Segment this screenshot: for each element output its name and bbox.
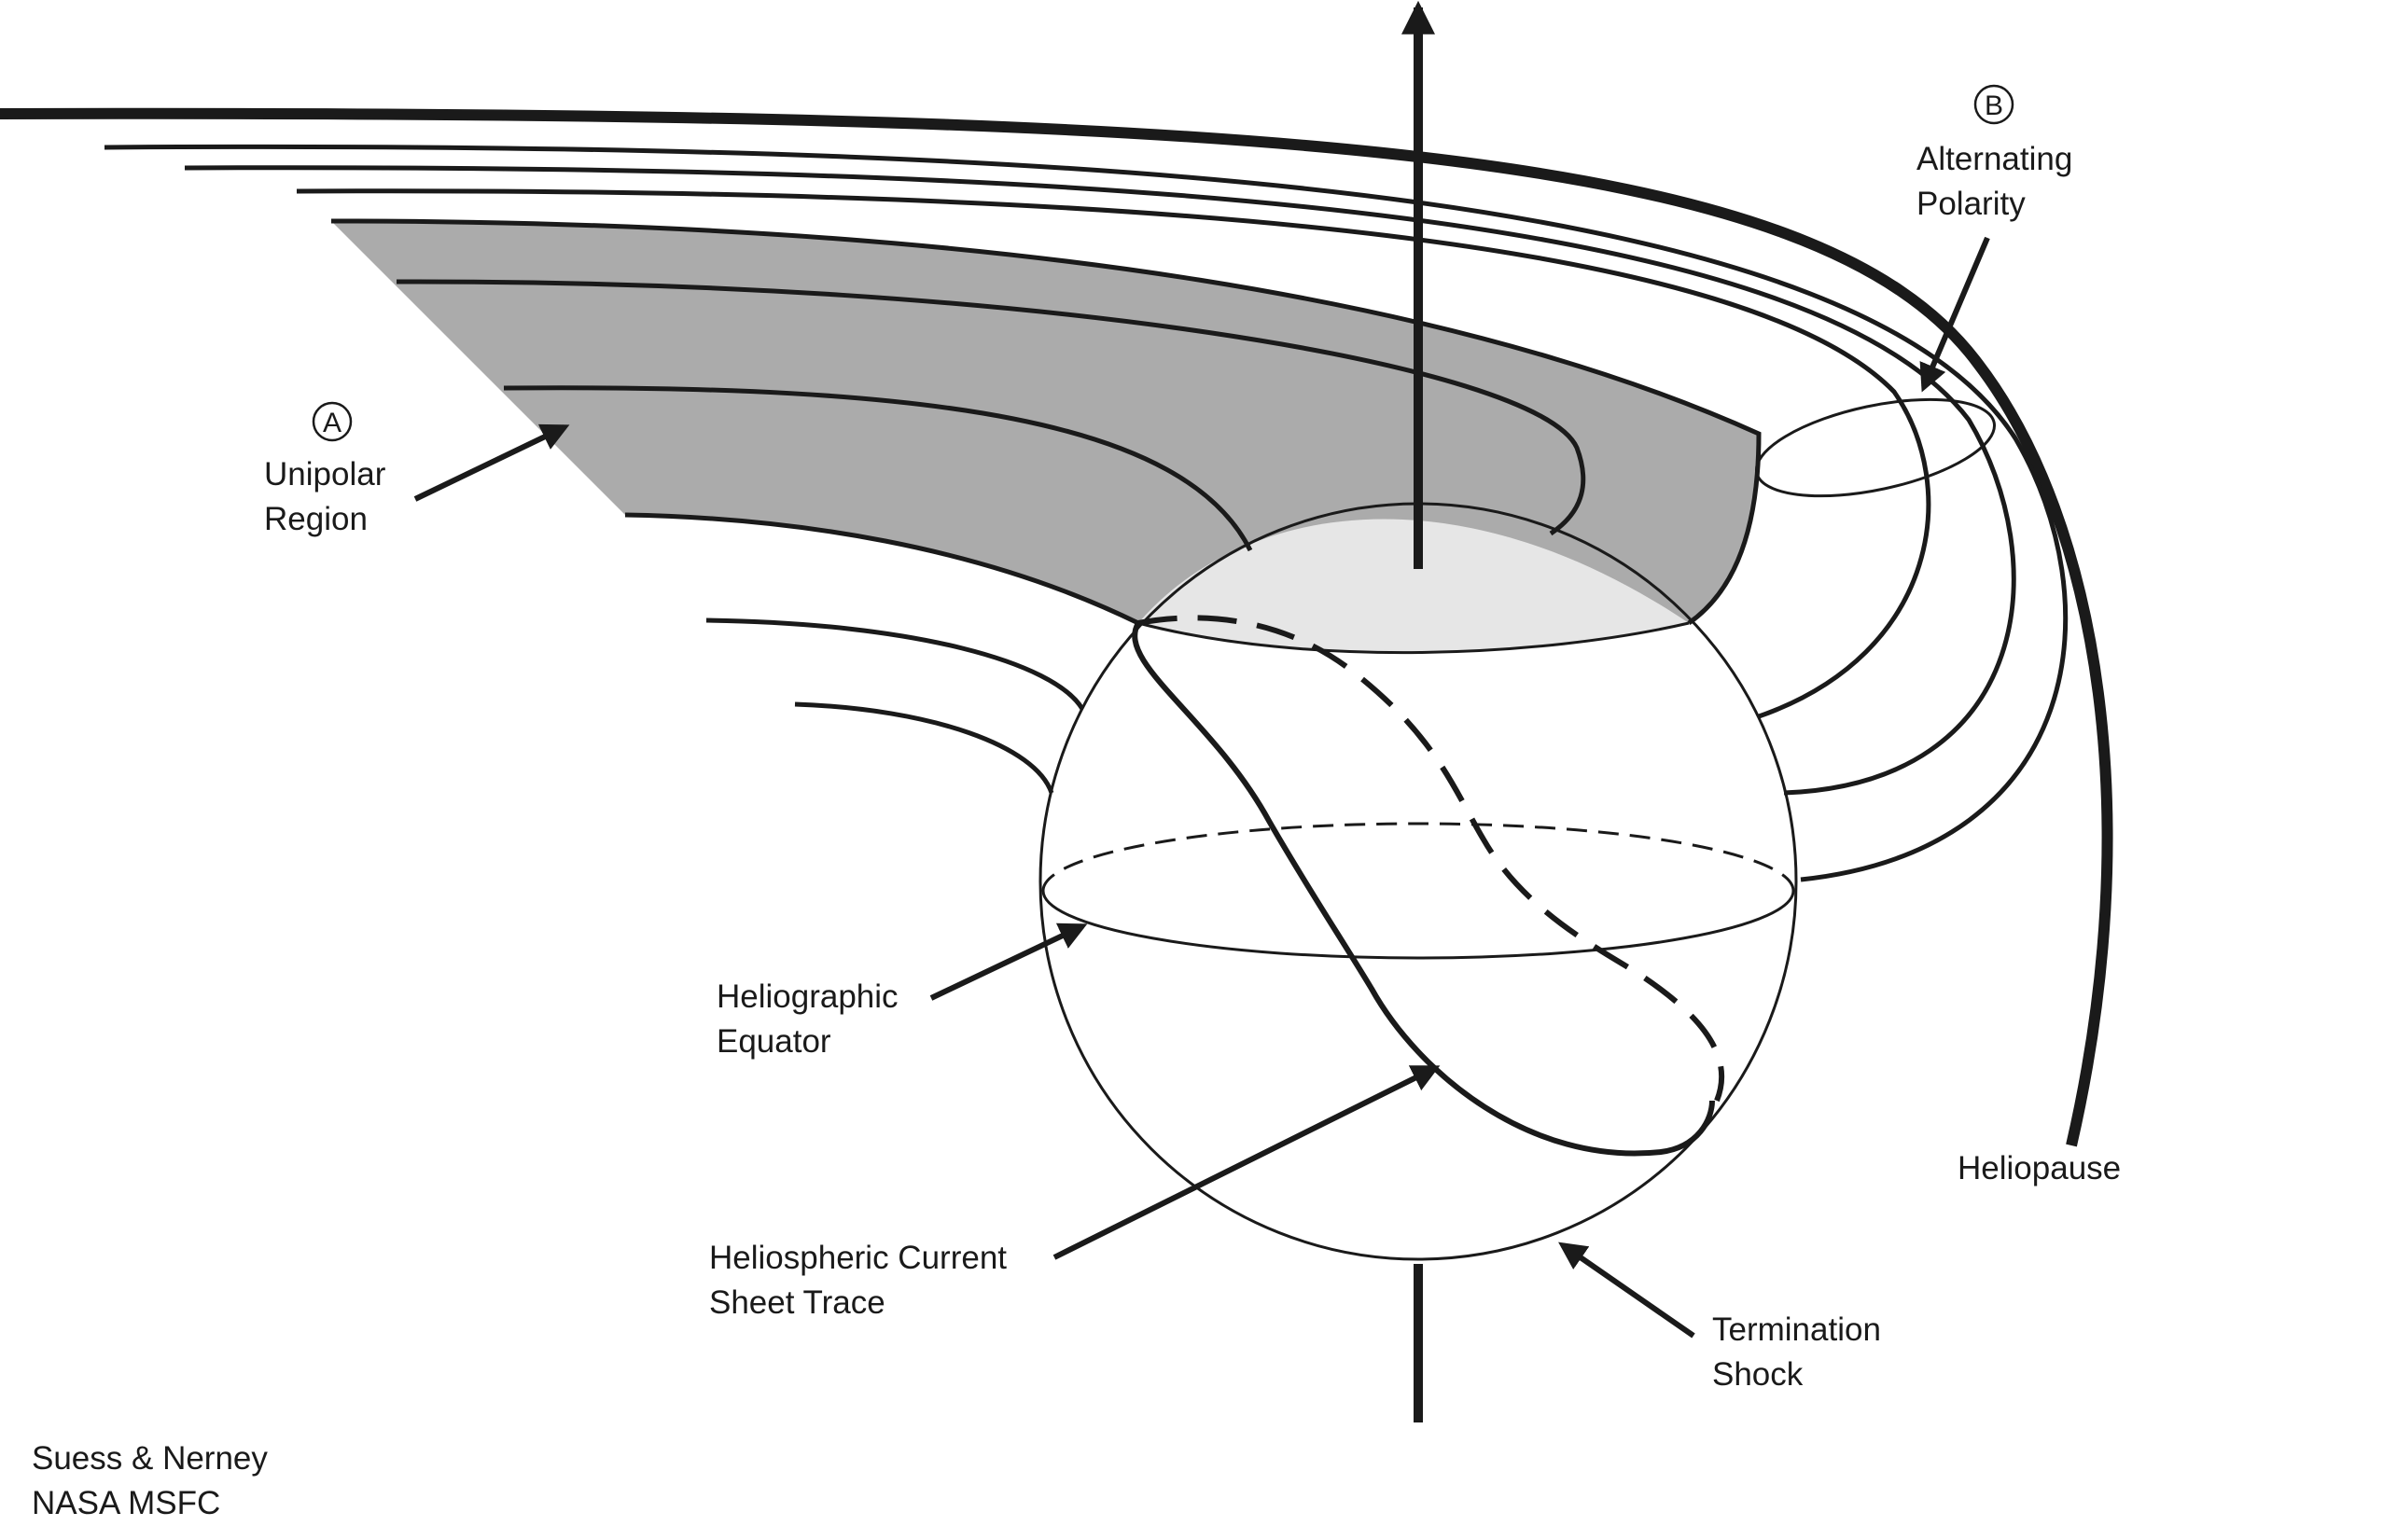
- current-sheet-arrow: [1052, 1065, 1441, 1260]
- polar-cap: [1138, 519, 1689, 653]
- marker-b-letter: B: [1985, 90, 2003, 121]
- unipolar-label-line2: Region: [264, 501, 368, 537]
- unipolar-boundary-outer: [330, 218, 1762, 626]
- alternating-polarity-loop: [1754, 397, 1997, 498]
- marker-b: B: [1973, 84, 2014, 125]
- field-line-left-1: [705, 617, 1085, 711]
- field-line-left-2: [794, 701, 1054, 794]
- field-line-outer-3: [296, 188, 1931, 719]
- alternating-label-line2: Polarity: [1916, 186, 2026, 222]
- current-sheet-back: [1137, 615, 1725, 1103]
- unipolar-arrow: [413, 423, 570, 502]
- heliopause-label: Heliopause: [1958, 1150, 2121, 1186]
- termination-shock-arrow: [1558, 1242, 1695, 1339]
- marker-a: A: [312, 401, 353, 442]
- equator-back-edge: [1041, 822, 1795, 892]
- field-line-outer-2: [184, 165, 2016, 796]
- polar-cap-rim: [1137, 621, 1690, 655]
- alternating-polarity-arrow: [1919, 236, 1990, 393]
- credit-institution: NASA MSFC: [32, 1485, 220, 1521]
- current-sheet-label-line1: Heliospheric Current: [709, 1240, 1007, 1276]
- termination-label-line1: Termination: [1712, 1311, 1881, 1348]
- heliopause-boundary: [0, 107, 2113, 1147]
- equator-arrow: [929, 923, 1088, 1001]
- current-sheet-front: [1132, 621, 1715, 1157]
- equator-label-line2: Equator: [717, 1023, 831, 1060]
- equator-front-edge: [1041, 890, 1795, 960]
- marker-a-letter: A: [323, 408, 341, 438]
- unipolar-label-line1: Unipolar: [264, 456, 386, 493]
- credit-authors: Suess & Nerney: [32, 1440, 268, 1477]
- unipolar-field-line-2: [503, 385, 1253, 552]
- field-line-outer-1: [104, 144, 2069, 882]
- unipolar-field-line-1: [396, 279, 1586, 536]
- current-sheet-label-line2: Sheet Trace: [709, 1284, 885, 1321]
- alternating-label-line1: Alternating: [1916, 141, 2072, 177]
- unipolar-boundary-inner: [624, 512, 1140, 626]
- equator-label-line1: Heliographic: [717, 978, 899, 1015]
- termination-label-line2: Shock: [1712, 1356, 1804, 1393]
